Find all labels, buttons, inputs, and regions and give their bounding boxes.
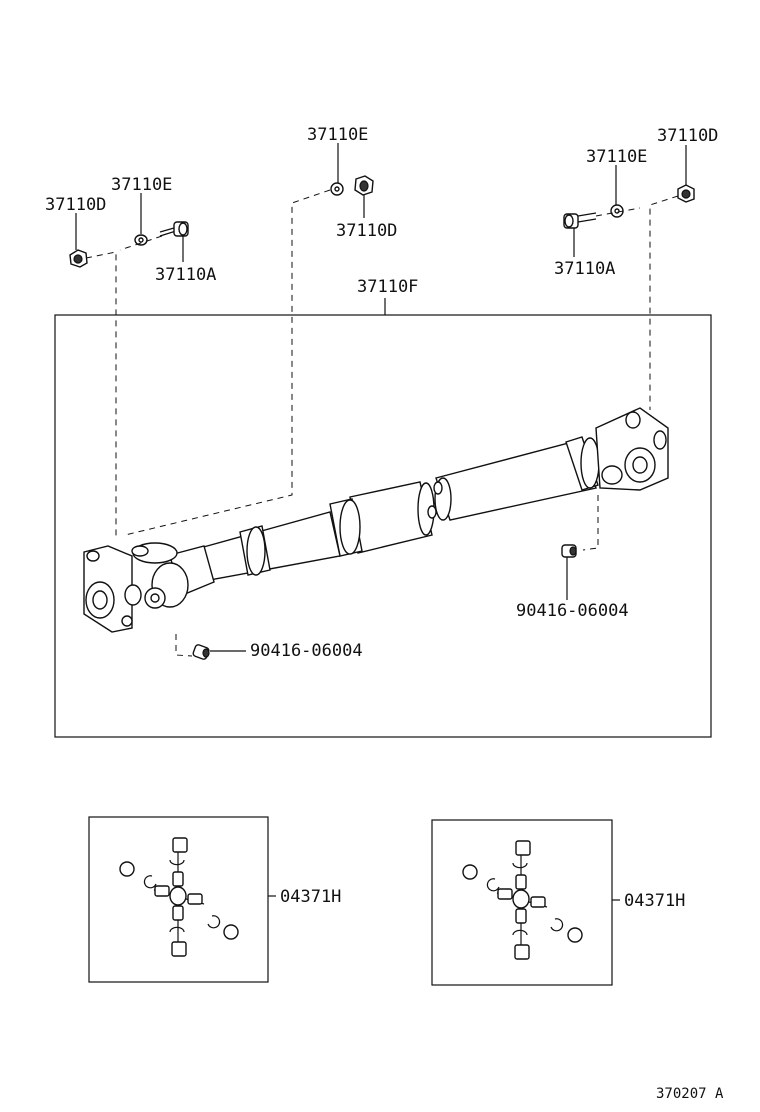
- grease-fitting-right: [561, 544, 577, 558]
- label-fitting-left: 90416-06004: [250, 641, 363, 661]
- align-right-fitting: [582, 495, 599, 551]
- align-right-bolt: [595, 207, 641, 217]
- spider-kit-box-right: [431, 819, 613, 986]
- align-left-front: [85, 251, 117, 538]
- align-left-fitting: [175, 634, 193, 657]
- label-spider-kit-left: 04371H: [280, 887, 341, 907]
- propeller-shaft: [83, 407, 669, 633]
- label-assembly: 37110F: [357, 277, 418, 297]
- nut-left: [69, 249, 88, 268]
- label-washer-right: 37110E: [586, 147, 647, 167]
- label-spider-kit-right: 04371H: [624, 891, 685, 911]
- label-bolt-right: 37110A: [554, 259, 615, 279]
- bolt-left: [159, 221, 189, 237]
- spider-kit-box-left: [88, 816, 269, 983]
- label-nut-left: 37110D: [45, 195, 106, 215]
- nut-mid: [354, 175, 374, 196]
- align-mid: [124, 189, 331, 536]
- figure-code: 370207 A: [656, 1086, 724, 1102]
- align-left-bolt: [119, 235, 163, 251]
- spider-kit-left: [119, 837, 239, 957]
- label-nut-right: 37110D: [657, 126, 718, 146]
- label-fitting-right: 90416-06004: [516, 601, 629, 621]
- label-nut-mid: 37110D: [336, 221, 397, 241]
- washer-mid: [330, 182, 344, 196]
- align-right: [649, 195, 679, 410]
- spider-kit-right: [462, 840, 583, 960]
- washer-left: [134, 234, 148, 246]
- label-washer-mid: 37110E: [307, 125, 368, 145]
- label-bolt-left: 37110A: [155, 265, 216, 285]
- nut-right: [677, 184, 695, 203]
- label-washer-left: 37110E: [111, 175, 172, 195]
- bolt-right: [563, 212, 597, 229]
- grease-fitting-left: [192, 644, 210, 660]
- assembly-box: [54, 314, 712, 738]
